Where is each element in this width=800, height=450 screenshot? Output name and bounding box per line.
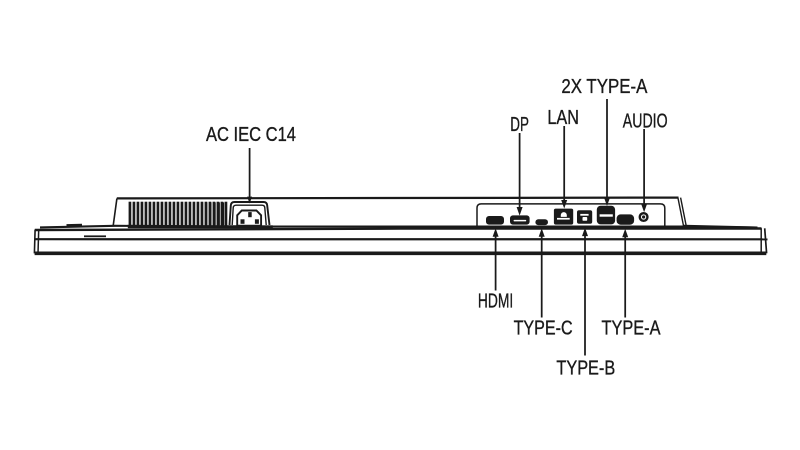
svg-text:HDMI: HDMI [478,290,513,312]
svg-text:TYPE-C: TYPE-C [514,318,573,340]
svg-text:AC IEC C14: AC IEC C14 [206,124,296,146]
svg-text:DP: DP [510,114,529,136]
svg-text:2X TYPE-A: 2X TYPE-A [561,76,648,98]
svg-text:TYPE-A: TYPE-A [602,318,662,340]
svg-text:TYPE-B: TYPE-B [556,357,615,379]
svg-text:LAN: LAN [547,107,579,129]
svg-text:AUDIO: AUDIO [623,111,668,133]
